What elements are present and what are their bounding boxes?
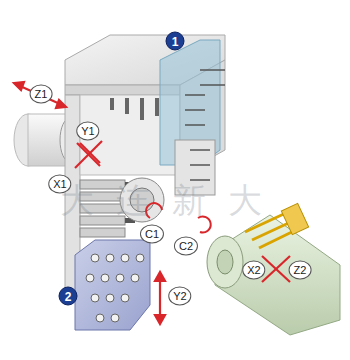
axis-label: Z1 [30, 85, 53, 104]
axis-label: C1 [140, 225, 164, 244]
axis-label: Z2 [289, 261, 312, 280]
callout-number: 1 [166, 32, 185, 51]
axis-label: C2 [174, 237, 198, 256]
callout-number: 2 [59, 287, 78, 306]
axis-label: Y2 [168, 287, 191, 306]
watermark: 大连新大 [60, 183, 284, 217]
